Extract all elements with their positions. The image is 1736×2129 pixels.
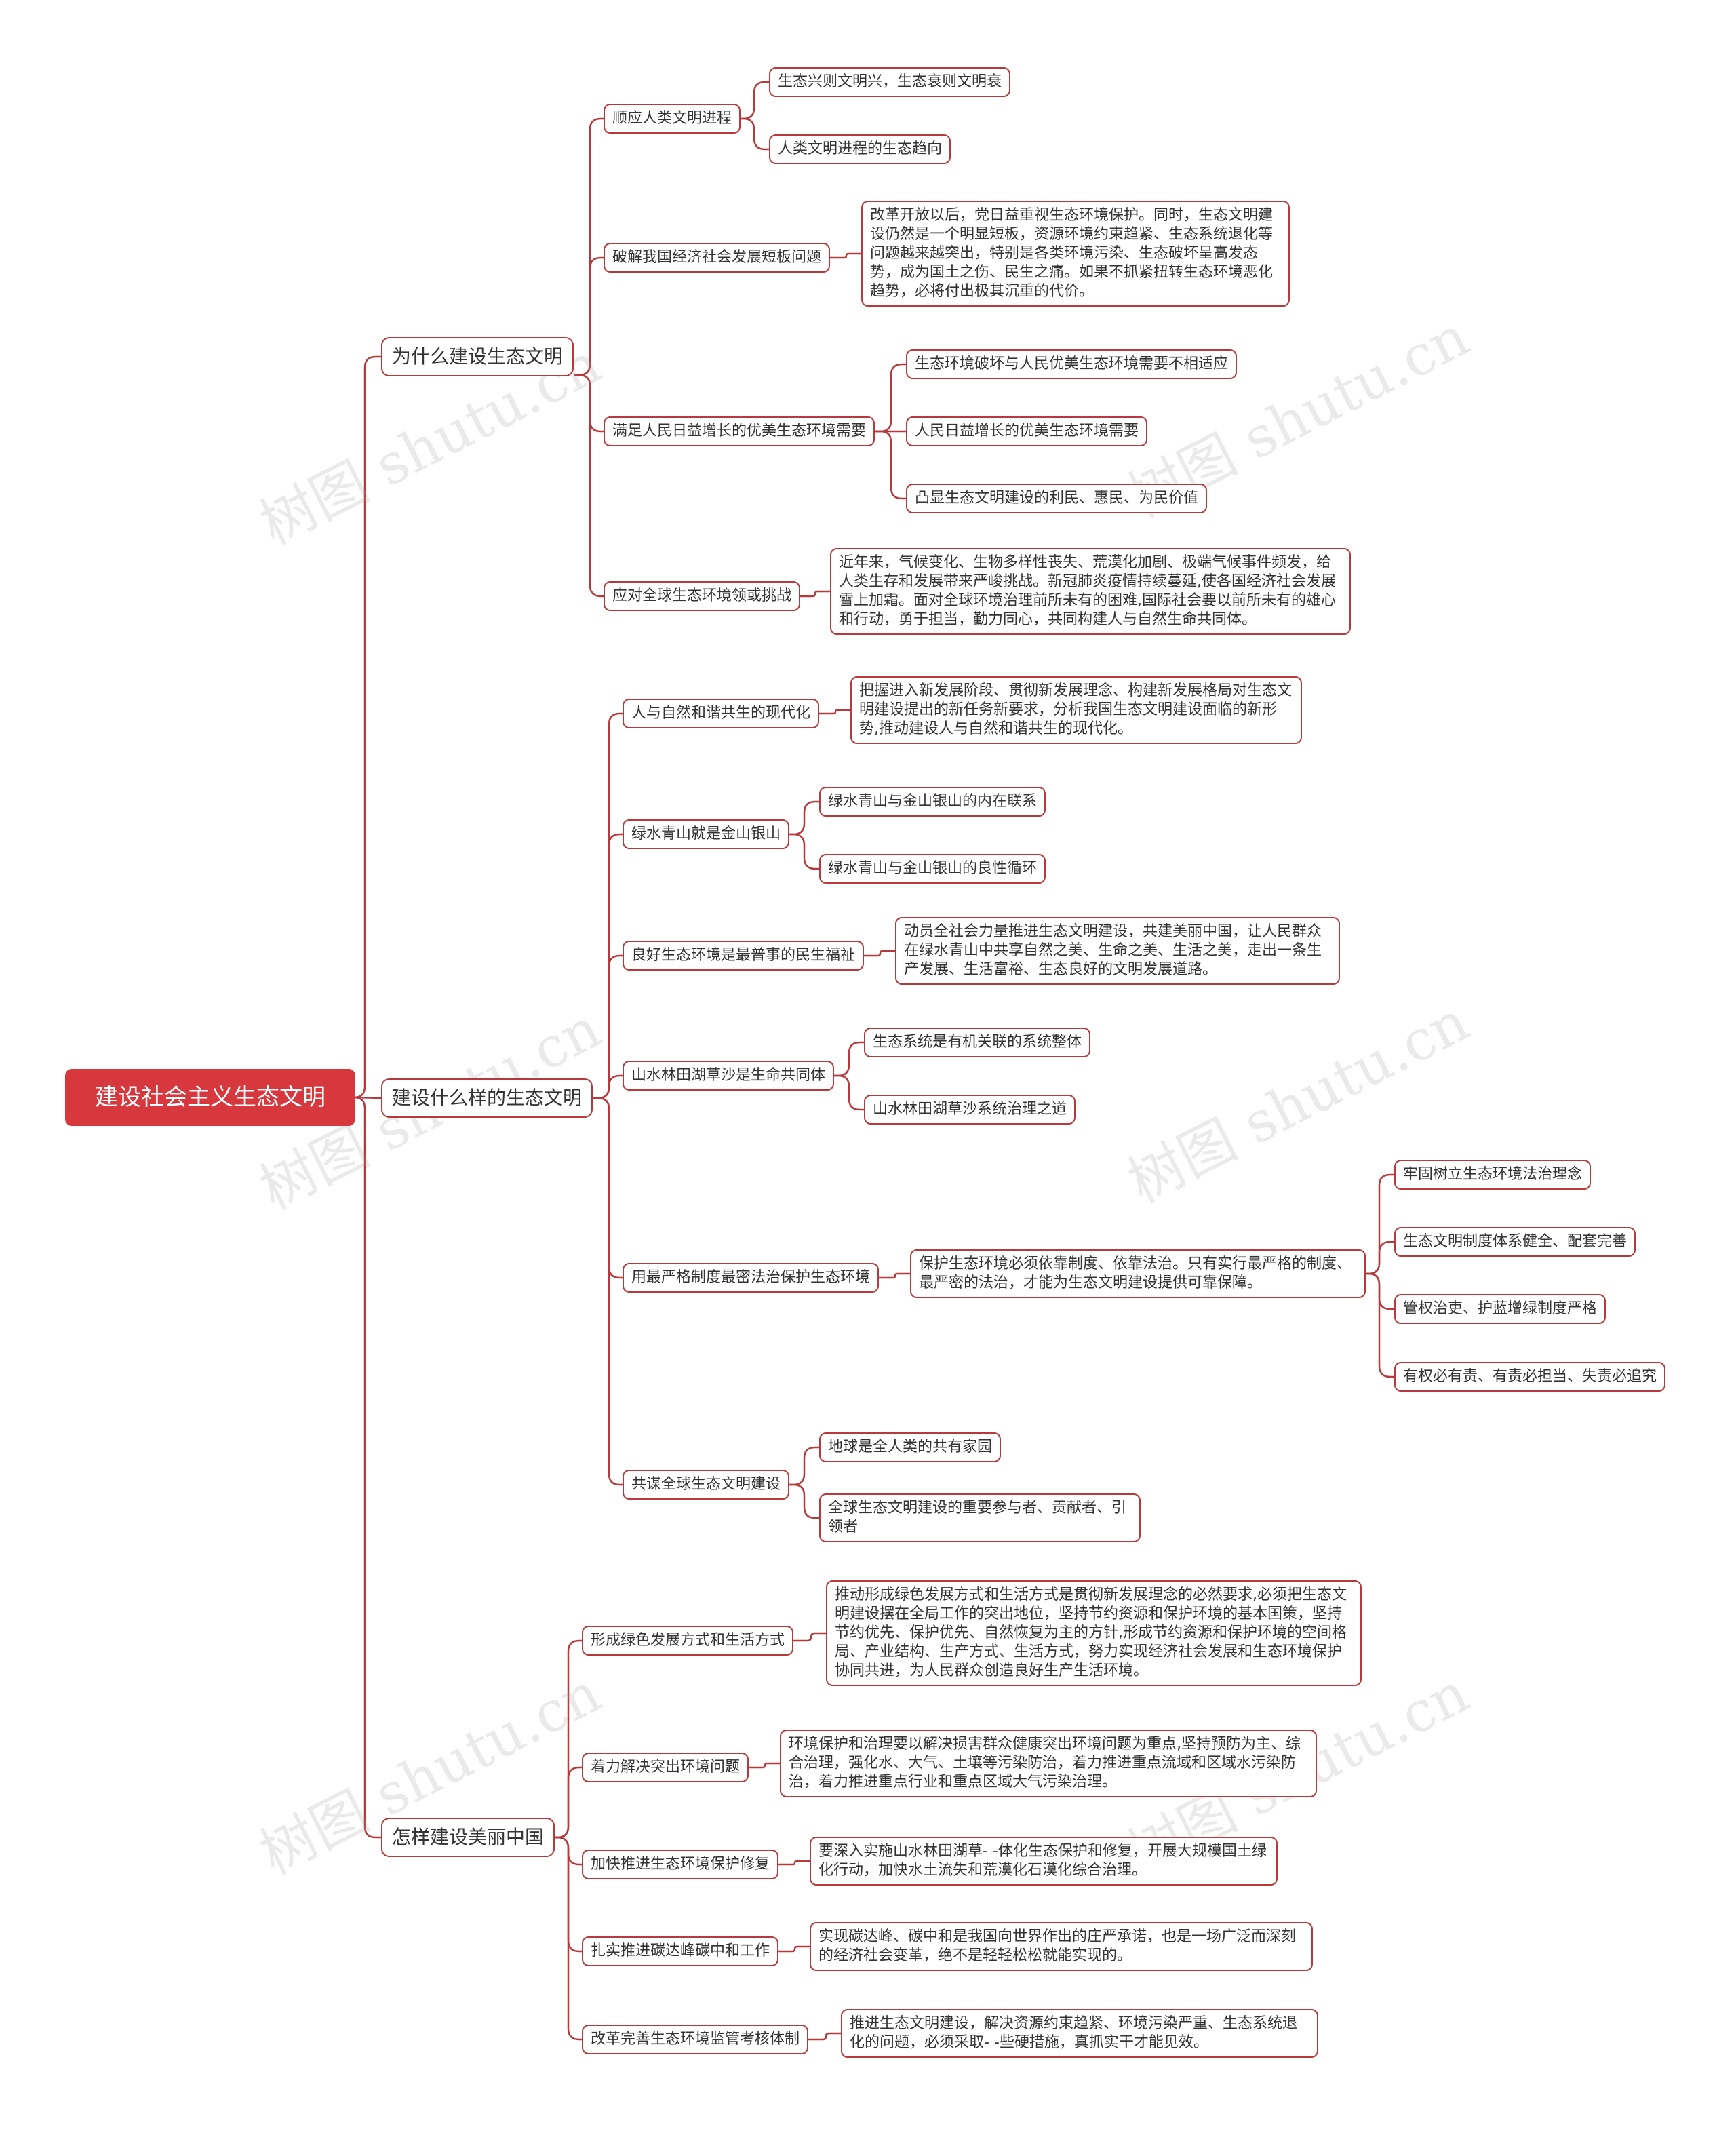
topic-node[interactable]: 用最严格制度最密法治保护生态环境 (623, 1263, 880, 1293)
topic-node[interactable]: 共谋全球生态文明建设 (623, 1470, 790, 1500)
leaf-text-node[interactable]: 要深入实施山水林田湖草- -体化生态保护和修复，开展大规模国土绿化行动，加快水土… (810, 1837, 1278, 1886)
branch-how[interactable]: 怎样建设美丽中国 (381, 1818, 555, 1857)
connector-line (353, 1096, 381, 1839)
leaf-text-node[interactable]: 推动形成绿色发展方式和生活方式是贯彻新发展理念的必然要求,必须把生态文明建设摆在… (826, 1580, 1362, 1686)
connector-line (819, 709, 850, 715)
leaf-node[interactable]: 管权治吏、护蓝增绿制度严格 (1394, 1294, 1606, 1324)
connector-line (593, 1074, 623, 1099)
connector-line (789, 833, 819, 870)
root-topic[interactable]: 建设社会主义生态文明 (65, 1069, 355, 1126)
connector-line (593, 954, 623, 1099)
connector-line (555, 1766, 582, 1839)
connector-line (834, 1041, 864, 1077)
leaf-node[interactable]: 人民日益增长的优美生态环境需要 (906, 416, 1148, 446)
connector-line (864, 950, 895, 957)
connector-line (808, 2032, 841, 2041)
leaf-text-node[interactable]: 推进生态文明建设，解决资源约束趋紧、环境污染严重、生态系统退化的问题，必须采取-… (841, 2009, 1318, 2058)
connector-line (574, 374, 604, 433)
connector-line (789, 1483, 819, 1519)
leaf-text-node[interactable]: 改革开放以后，党日益重视生态环境保护。同时，生态文明建设仍然是一个明显短板，资源… (861, 201, 1290, 307)
connector-line (741, 81, 769, 120)
leaf-node[interactable]: 生态兴则文明兴，生态衰则文明衰 (769, 67, 1011, 97)
connector-line (1366, 1241, 1394, 1275)
topic-node[interactable]: 加快推进生态环境保护修复 (582, 1850, 779, 1879)
topic-node[interactable]: 扎实推进碳达峰碳中和工作 (582, 1936, 779, 1966)
leaf-node[interactable]: 生态文明制度体系健全、配套完善 (1394, 1227, 1636, 1257)
connector-line (574, 374, 604, 598)
leaf-node[interactable]: 绿水青山与金山银山的良性循环 (819, 854, 1046, 884)
topic-node[interactable]: 着力解决突出环境问题 (582, 1753, 749, 1782)
connector-line (875, 430, 906, 500)
connector-line (593, 1097, 623, 1279)
leaf-node[interactable]: 生态环境破坏与人民优美生态环境需要不相适应 (906, 349, 1238, 379)
branch-what[interactable]: 建设什么样的生态文明 (381, 1078, 593, 1118)
leaf-node[interactable]: 牢固树立生态环境法治理念 (1394, 1160, 1592, 1190)
connector-line (830, 252, 861, 259)
connector-line (879, 1272, 910, 1279)
connector-line (778, 1945, 810, 1953)
connector-line (834, 1074, 864, 1111)
leaf-node[interactable]: 人类文明进程的生态趋向 (769, 134, 951, 164)
connector-line (778, 1860, 810, 1866)
connector-line (593, 1097, 623, 1486)
branch-why[interactable]: 为什么建设生态文明 (381, 337, 574, 376)
topic-node[interactable]: 应对全球生态环境领或挑战 (604, 581, 801, 611)
leaf-node[interactable]: 地球是全人类的共有家园 (819, 1432, 1002, 1462)
connector-line (800, 590, 830, 598)
leaf-node[interactable]: 生态系统是有机关联的系统整体 (864, 1028, 1091, 1057)
leaf-node[interactable]: 绿水青山与金山银山的内在联系 (819, 787, 1046, 817)
leaf-text-node[interactable]: 动员全社会力量推进生态文明建设，共建美丽中国，让人民群众在绿水青山中共享自然之美… (895, 917, 1340, 985)
topic-node[interactable]: 山水林田湖草沙是生命共同体 (623, 1061, 835, 1091)
leaf-text-node[interactable]: 环境保护和治理要以解决损害群众健康突出环境问题为重点,坚持预防为主、综合治理，强… (780, 1730, 1317, 1797)
leaf-node[interactable]: 有权必有责、有责必担当、失责必追究 (1394, 1362, 1666, 1392)
connector-line (789, 800, 819, 836)
connector-line (555, 1836, 582, 2041)
topic-node[interactable]: 改革完善生态环境监管考核体制 (582, 2025, 809, 2054)
topic-node[interactable]: 绿水青山就是金山银山 (623, 819, 790, 849)
leaf-node[interactable]: 山水林田湖草沙系统治理之道 (864, 1095, 1076, 1125)
detail-text-node[interactable]: 保护生态环境必须依靠制度、依靠法治。只有实行最严格的制度、最严密的法治，才能为生… (910, 1249, 1366, 1298)
topic-node[interactable]: 形成绿色发展方式和生活方式 (582, 1626, 794, 1656)
topic-node[interactable]: 满足人民日益增长的优美生态环境需要 (604, 416, 875, 446)
leaf-text-node[interactable]: 全球生态文明建设的重要参与者、贡献者、引领者 (819, 1493, 1141, 1542)
connector-line (593, 833, 623, 1099)
connector-line (749, 1762, 780, 1769)
topic-node[interactable]: 破解我国经济社会发展短板问题 (604, 243, 831, 273)
leaf-text-node[interactable]: 实现碳达峰、碳中和是我国向世界作出的庄严承诺，也是一场广泛而深刻的经济社会变革，… (810, 1922, 1313, 1971)
connector-line (793, 1632, 826, 1642)
connector-line (353, 355, 381, 1099)
connector-line (1366, 1272, 1394, 1378)
leaf-node[interactable]: 凸显生态文明建设的利民、惠民、为民价值 (906, 484, 1208, 513)
topic-node[interactable]: 人与自然和谐共生的现代化 (623, 699, 820, 728)
connector-line (574, 117, 604, 376)
connector-line (789, 1446, 819, 1486)
connector-line (875, 363, 906, 433)
topic-node[interactable]: 良好生态环境是最普事的民生福祉 (623, 941, 865, 971)
connector-line (574, 256, 604, 376)
leaf-text-node[interactable]: 近年来，气候变化、生物多样性丧失、荒漠化加剧、极端气候事件频发，给人类生存和发展… (830, 548, 1351, 635)
leaf-text-node[interactable]: 把握进入新发展阶段、贯彻新发展理念、构建新发展格局对生态文明建设提出的新任务新要… (850, 676, 1302, 744)
connector-line (741, 117, 769, 151)
topic-node[interactable]: 顺应人类文明进程 (604, 104, 741, 134)
connector-line (593, 712, 623, 1099)
